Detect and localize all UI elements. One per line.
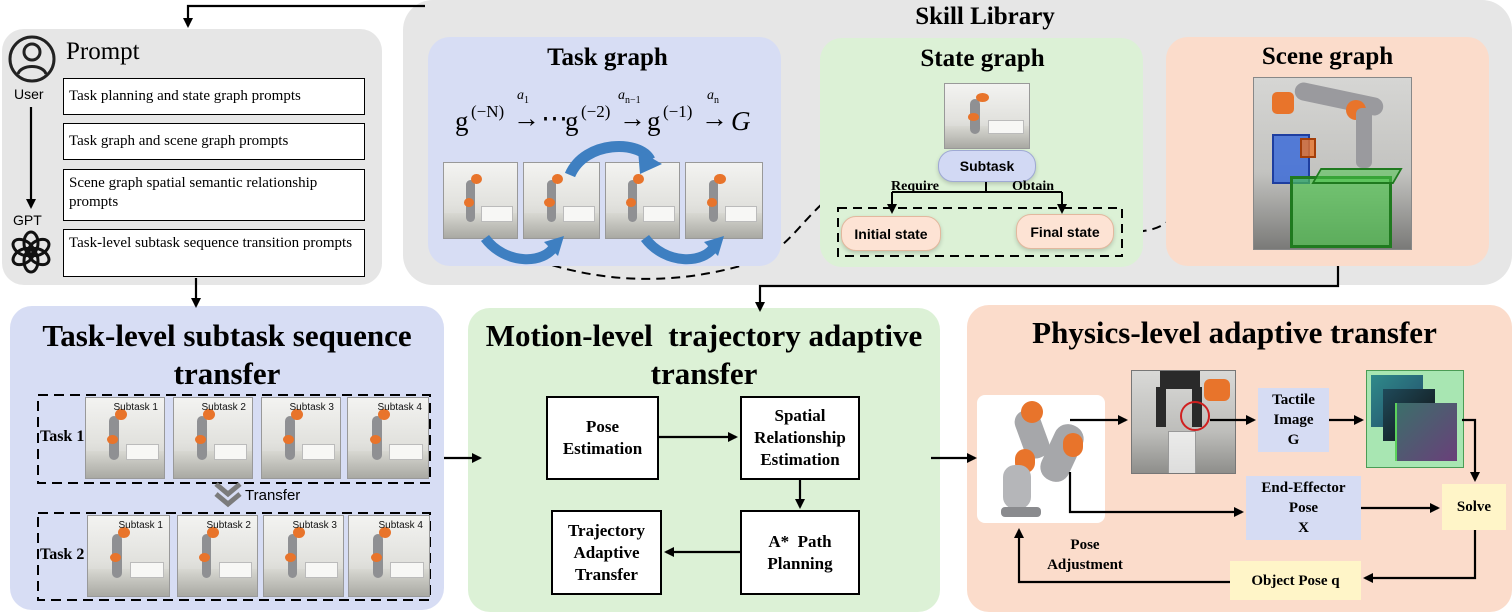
task-graph-formula: g (−N) a1 → ⋯ g (−2) an−1 → g (−1) an → … (453, 88, 763, 146)
solve-box: Solve (1442, 484, 1506, 530)
initial-state-node: Initial state (841, 216, 941, 251)
robot-arm-image (977, 395, 1105, 523)
gripper-photo (1131, 370, 1236, 474)
task-graph-photo-3 (605, 162, 680, 239)
task-level-title-line2: transfer (173, 356, 281, 391)
task2-subtask-4-photo: Subtask 4 (348, 515, 430, 597)
task-level-dashed-frames (37, 394, 431, 601)
end-effector-pose-box: End-Effector Pose X (1246, 476, 1361, 540)
task-level-title: Task-level subtask sequence transfer (10, 317, 444, 393)
final-state-node: Final state (1016, 214, 1114, 249)
task-graph-cycle-arrows (480, 141, 724, 265)
skill-to-prompt-arrow (183, 4, 425, 28)
motion-level-title-line2: transfer (650, 356, 758, 391)
task-graph-photo-4 (685, 162, 763, 239)
trajectory-transfer-box: Trajectory Adaptive Transfer (551, 510, 662, 595)
user-label: User (14, 86, 44, 102)
obtain-label: Obtain (1012, 179, 1055, 194)
motion-level-title-line1: Motion-level trajectory adaptive (485, 318, 923, 353)
formula-G: G (731, 106, 751, 136)
pose-estimation-box: Pose Estimation (546, 396, 659, 480)
formula-sup2: (−2) (581, 102, 611, 121)
task1-subtask-4-photo: Subtask 4 (347, 397, 429, 479)
user-icon (8, 35, 56, 83)
openai-logo-icon (11, 230, 51, 274)
motion-level-arrows (659, 432, 805, 557)
require-label: Require (891, 179, 939, 194)
formula-a1: a1 (517, 88, 529, 106)
scene-to-motion-arrow (755, 252, 1340, 312)
task1-label: Task 1 (40, 428, 85, 445)
tactile-image-stack (1366, 370, 1464, 468)
formula-sup1: (−N) (471, 102, 505, 121)
task2-label: Task 2 (40, 546, 85, 563)
task1-subtask-3-photo: Subtask 3 (261, 397, 341, 479)
state-graph-title: State graph (920, 45, 1045, 72)
formula-g3: g (647, 106, 661, 136)
spatial-relationship-box: Spatial Relationship Estimation (740, 396, 860, 480)
task-graph-photo-1 (443, 162, 518, 239)
prompt-item-1: Task planning and state graph prompts (63, 78, 365, 115)
gpt-label: GPT (13, 212, 42, 228)
astar-planning-box: A* Path Planning (740, 510, 860, 595)
formula-sup3: (−1) (663, 102, 693, 121)
task2-subtask-1-photo: Subtask 1 (87, 515, 170, 597)
tactile-image-box: Tactile Image G (1258, 388, 1329, 452)
motion-level-title: Motion-level trajectory adaptive transfe… (462, 317, 946, 393)
skill-library-title: Skill Library (915, 3, 1055, 30)
formula-an: an (707, 88, 719, 106)
task-graph-title: Task graph (547, 44, 668, 71)
physics-level-title: Physics-level adaptive transfer (1032, 315, 1437, 350)
formula-arrow2: → (619, 103, 646, 133)
transfer-label: Transfer (245, 487, 301, 504)
task2-subtask-3-photo: Subtask 3 (263, 515, 344, 597)
prompt-title: Prompt (66, 38, 140, 65)
subtask-node: Subtask (938, 150, 1036, 182)
scene-graph-title: Scene graph (1261, 43, 1394, 70)
formula-arrow1: → (513, 103, 540, 133)
task1-subtask-1-photo: Subtask 1 (85, 397, 165, 479)
formula-an1: an−1 (618, 88, 641, 106)
formula-arrow3: → (701, 103, 728, 133)
task2-subtask-2-photo: Subtask 2 (177, 515, 258, 597)
prompt-item-3: Scene graph spatial semantic relationshi… (63, 169, 365, 221)
task1-subtask-2-photo: Subtask 2 (173, 397, 253, 479)
task-level-title-line1: Task-level subtask sequence (42, 318, 412, 353)
prompt-item-2: Task graph and scene graph prompts (63, 123, 365, 160)
prompt-item-4: Task-level subtask sequence transition p… (63, 229, 365, 277)
state-graph-photo (944, 83, 1030, 149)
scene-graph-photo (1253, 77, 1412, 250)
formula-g2: g (565, 106, 579, 136)
formula-dots: ⋯ (541, 103, 568, 133)
object-pose-box: Object Pose q (1230, 561, 1361, 600)
task-graph-photo-2 (523, 162, 600, 239)
pose-adjustment-label: Pose Adjustment (1047, 537, 1123, 573)
formula-g1: g (455, 106, 469, 136)
